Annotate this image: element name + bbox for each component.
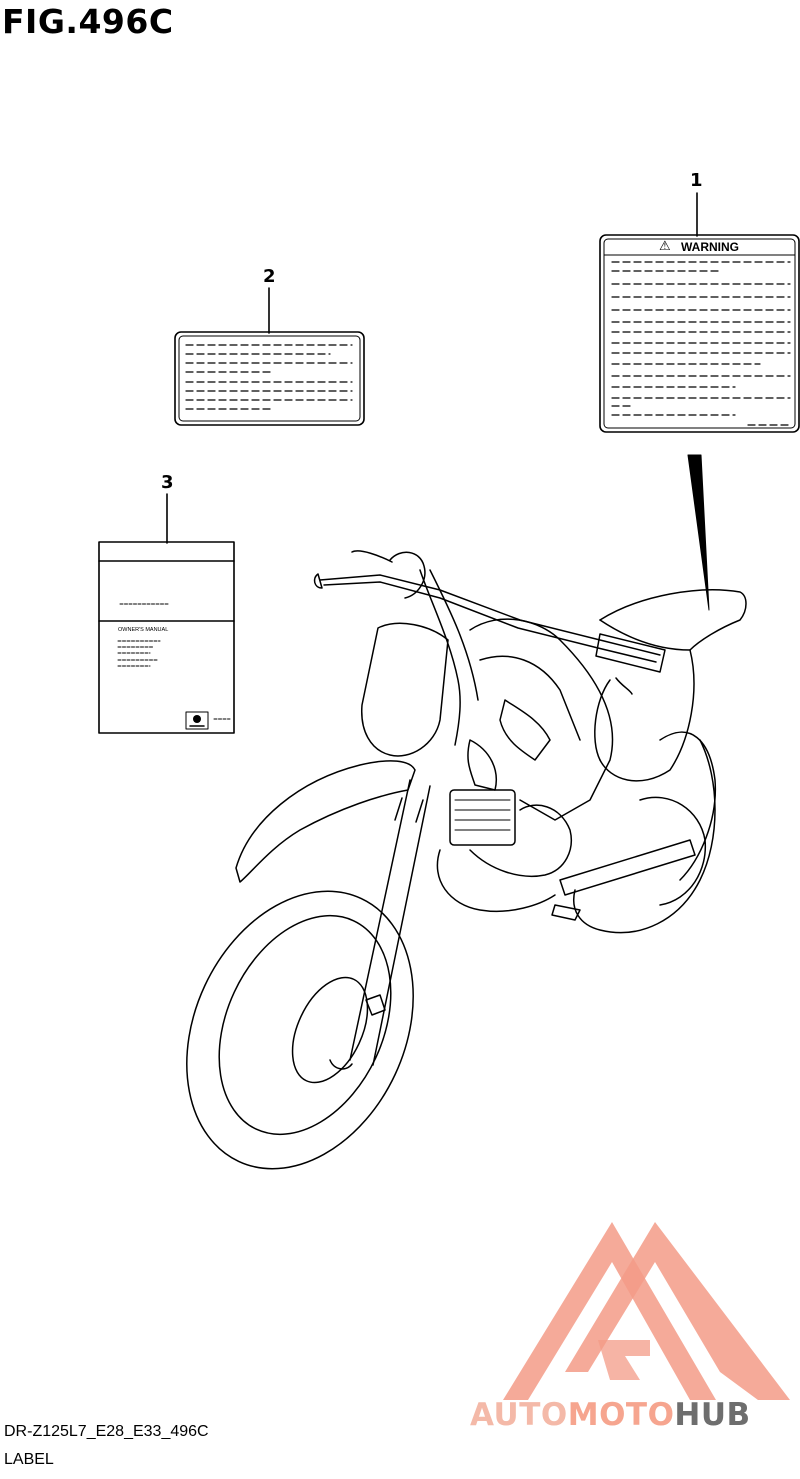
leader-wedge	[687, 454, 710, 611]
watermark-text-auto: AUTO	[470, 1397, 568, 1433]
watermark-text-hub: HUB	[674, 1397, 751, 1433]
callout-3: 3	[161, 472, 174, 493]
watermark-text-moto: MOTO	[567, 1397, 675, 1433]
callout-1: 1	[690, 170, 703, 191]
figure-code: DR-Z125L7_E28_E33_496C	[4, 1423, 209, 1440]
warning-triangle-icon: ⚠	[659, 239, 671, 254]
watermark-text: AUTOMOTOHUB	[470, 1397, 751, 1433]
motorcycle-illustration	[186, 550, 747, 1170]
warning-label	[599, 234, 800, 433]
info-label	[174, 331, 365, 426]
figure-title: FIG.496C	[2, 2, 174, 41]
warning-heading: WARNING	[681, 240, 739, 254]
callout-2: 2	[263, 266, 276, 287]
figure-caption: LABEL	[4, 1451, 54, 1468]
owners-manual	[98, 541, 235, 734]
owners-manual-title: OWNER'S MANUAL	[118, 627, 169, 633]
watermark-logo	[503, 1222, 790, 1400]
